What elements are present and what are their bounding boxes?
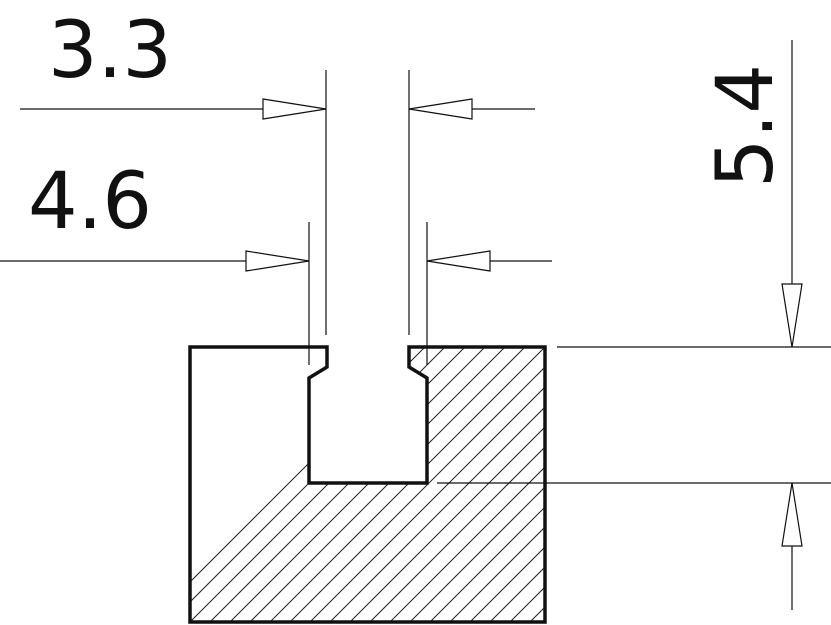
inner-width-label: 4.6 bbox=[28, 157, 152, 247]
arrowhead-opening-right bbox=[408, 98, 473, 120]
opening-width-dimension: 3.3 bbox=[20, 6, 535, 335]
hatch-line bbox=[409, 347, 545, 622]
hatch-line bbox=[389, 347, 545, 622]
arrowhead-inner-right bbox=[426, 250, 491, 272]
hatch-line bbox=[349, 347, 545, 622]
inner-width-dimension: 4.6 bbox=[0, 157, 552, 365]
hatch-line bbox=[469, 347, 545, 622]
groove-depth-dimension: 5.4 bbox=[437, 40, 831, 610]
hatch-line bbox=[269, 347, 545, 622]
arrowhead-depth-top bbox=[781, 283, 803, 348]
opening-width-label: 3.3 bbox=[48, 6, 172, 96]
hatch-line bbox=[309, 347, 545, 622]
arrowhead-opening-left bbox=[262, 98, 327, 120]
arrowhead-depth-bottom bbox=[781, 482, 803, 547]
arrowhead-inner-left bbox=[245, 250, 310, 272]
hatch-line bbox=[630, 300, 831, 622]
hatch-line bbox=[509, 347, 545, 622]
hatch-line bbox=[369, 347, 545, 622]
hatch-line bbox=[329, 347, 545, 622]
hatch-line bbox=[590, 300, 831, 622]
hatch-line bbox=[449, 347, 545, 622]
hatch-line bbox=[610, 300, 831, 622]
groove-depth-label: 5.4 bbox=[701, 64, 791, 188]
hatch-line bbox=[429, 347, 545, 622]
part-outline bbox=[188, 345, 547, 624]
hatch-line bbox=[550, 300, 831, 622]
hatch-line bbox=[529, 347, 545, 622]
hatch-line bbox=[650, 300, 831, 622]
hatch-line bbox=[289, 347, 545, 622]
